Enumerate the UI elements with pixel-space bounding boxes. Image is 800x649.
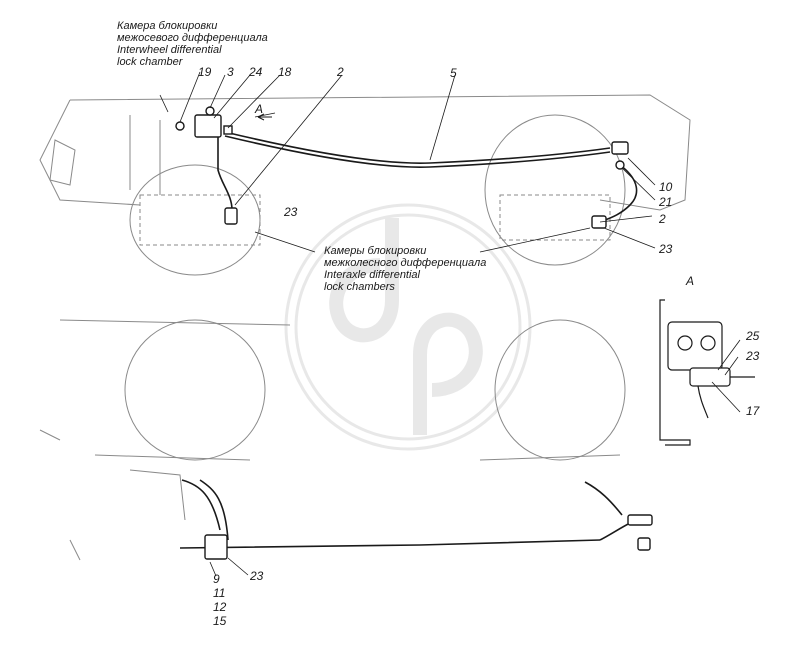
hose-lower-left bbox=[181, 479, 221, 531]
callout-2-upper: 2 bbox=[337, 65, 344, 79]
callout-23-lower: 23 bbox=[250, 569, 264, 583]
view-a-port-left bbox=[677, 335, 693, 351]
hose-lower-right bbox=[584, 481, 623, 516]
view-a-port-right bbox=[700, 335, 716, 351]
callout-11: 11 bbox=[213, 586, 226, 600]
fitting-10 bbox=[611, 141, 629, 155]
fitting-21 bbox=[615, 160, 625, 170]
callout-23-view: 23 bbox=[746, 349, 760, 363]
callout-17: 17 bbox=[746, 404, 760, 418]
hose-upper-left bbox=[217, 135, 233, 211]
chamber-lower-right bbox=[637, 537, 651, 551]
watermark-logo bbox=[284, 203, 532, 451]
callout-view-a: A bbox=[686, 274, 695, 288]
valve-3 bbox=[194, 114, 222, 138]
callout-5: 5 bbox=[450, 66, 457, 80]
components bbox=[175, 106, 653, 560]
callout-15: 15 bbox=[213, 614, 227, 628]
note-line: межколесного дифференциала bbox=[324, 257, 487, 269]
note-interwheel-chamber: Камера блокировки межосевого дифференциа… bbox=[117, 20, 268, 68]
callout-10: 10 bbox=[659, 180, 673, 194]
view-a-valve bbox=[689, 367, 731, 387]
callout-12: 12 bbox=[213, 600, 227, 614]
note-line: Камера блокировки bbox=[117, 20, 218, 32]
hose-lower-left-2 bbox=[199, 479, 229, 541]
chassis-outline bbox=[39, 94, 691, 561]
callout-24: 24 bbox=[249, 65, 263, 79]
coupling-18 bbox=[223, 125, 233, 135]
bracket bbox=[659, 299, 691, 446]
callout-25: 25 bbox=[746, 329, 760, 343]
note-line: Камеры блокировки bbox=[324, 245, 427, 257]
pipe-5 bbox=[224, 131, 611, 164]
leader-lines bbox=[159, 71, 741, 577]
callout-18: 18 bbox=[278, 65, 292, 79]
callout-9: 9 bbox=[213, 572, 220, 586]
connector-lower-right bbox=[627, 514, 653, 526]
callout-19: 19 bbox=[198, 65, 212, 79]
callout-21: 21 bbox=[659, 195, 673, 209]
note-line: lock chamber bbox=[117, 56, 183, 68]
pipe-5-return bbox=[224, 135, 611, 168]
pipelines bbox=[179, 131, 638, 549]
note-line: межосевого дифференциала bbox=[117, 32, 268, 44]
arrow-a bbox=[257, 113, 272, 121]
chamber-23-upper-right bbox=[591, 215, 607, 229]
note-line: lock chambers bbox=[324, 281, 395, 293]
hose-upper-right bbox=[599, 164, 638, 223]
view-a-detail bbox=[659, 299, 755, 446]
callout-arrow-a: A bbox=[255, 102, 264, 116]
pipe-lower-right bbox=[599, 521, 633, 541]
chamber-23-upper-left bbox=[224, 207, 238, 225]
valve-block-9 bbox=[204, 534, 228, 560]
fitting-19 bbox=[175, 121, 185, 131]
callout-2-right: 2 bbox=[659, 212, 666, 226]
callout-3: 3 bbox=[227, 65, 234, 79]
note-interaxle-chambers: Камеры блокировки межколесного дифференц… bbox=[324, 245, 486, 293]
pipe-lower bbox=[179, 539, 601, 549]
note-line: Interaxle differential bbox=[324, 269, 420, 281]
callout-23-upper-left: 23 bbox=[284, 205, 298, 219]
fitting-24 bbox=[205, 106, 215, 116]
view-a-hose bbox=[697, 385, 709, 419]
note-line: Interwheel differential bbox=[117, 44, 222, 56]
callout-23-upper-right: 23 bbox=[659, 242, 673, 256]
